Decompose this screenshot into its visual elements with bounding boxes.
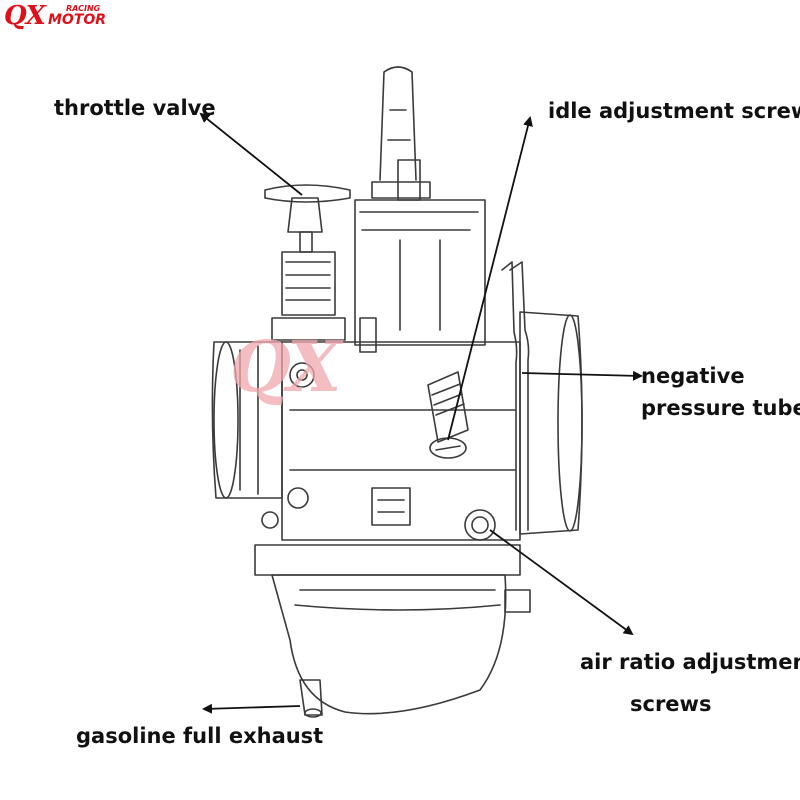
label-gasoline-full-exhaust: gasoline full exhaust bbox=[76, 724, 324, 748]
brand-text: MOTOR bbox=[48, 12, 107, 28]
arrow-negative-pressure bbox=[521, 370, 643, 381]
label-throttle-valve: throttle valve bbox=[54, 96, 216, 120]
left-intake bbox=[211, 341, 283, 499]
label-negative-pressure-line1: negative bbox=[641, 364, 745, 388]
label-negative-pressure-line2: pressure tube bbox=[641, 396, 800, 420]
arrow-air-ratio bbox=[489, 529, 634, 636]
brand-mark: QX bbox=[4, 1, 46, 31]
watermark-logo: QX bbox=[230, 325, 341, 408]
mid-body bbox=[281, 341, 521, 541]
idle-screw bbox=[427, 371, 469, 443]
drain-nipple bbox=[299, 679, 323, 716]
label-air-ratio-line2: screws bbox=[630, 692, 712, 716]
arrow-gasoline-exhaust bbox=[202, 703, 301, 714]
main-tower bbox=[354, 199, 486, 346]
brand-small-text: RACING bbox=[66, 4, 101, 13]
negative-pressure-tube bbox=[509, 261, 530, 531]
label-idle-adjustment-screw: idle adjustment screw bbox=[548, 99, 800, 123]
right-intake bbox=[519, 311, 583, 535]
brand-logo: QX RACING MOTOR bbox=[4, 3, 116, 33]
top-cone bbox=[379, 66, 417, 181]
arrow-idle-screw bbox=[447, 116, 533, 441]
arrow-throttle-valve bbox=[199, 112, 303, 196]
label-air-ratio-line1: air ratio adjustment bbox=[580, 650, 800, 674]
float-bowl bbox=[254, 544, 521, 576]
throttle-valve-cap bbox=[264, 184, 351, 203]
